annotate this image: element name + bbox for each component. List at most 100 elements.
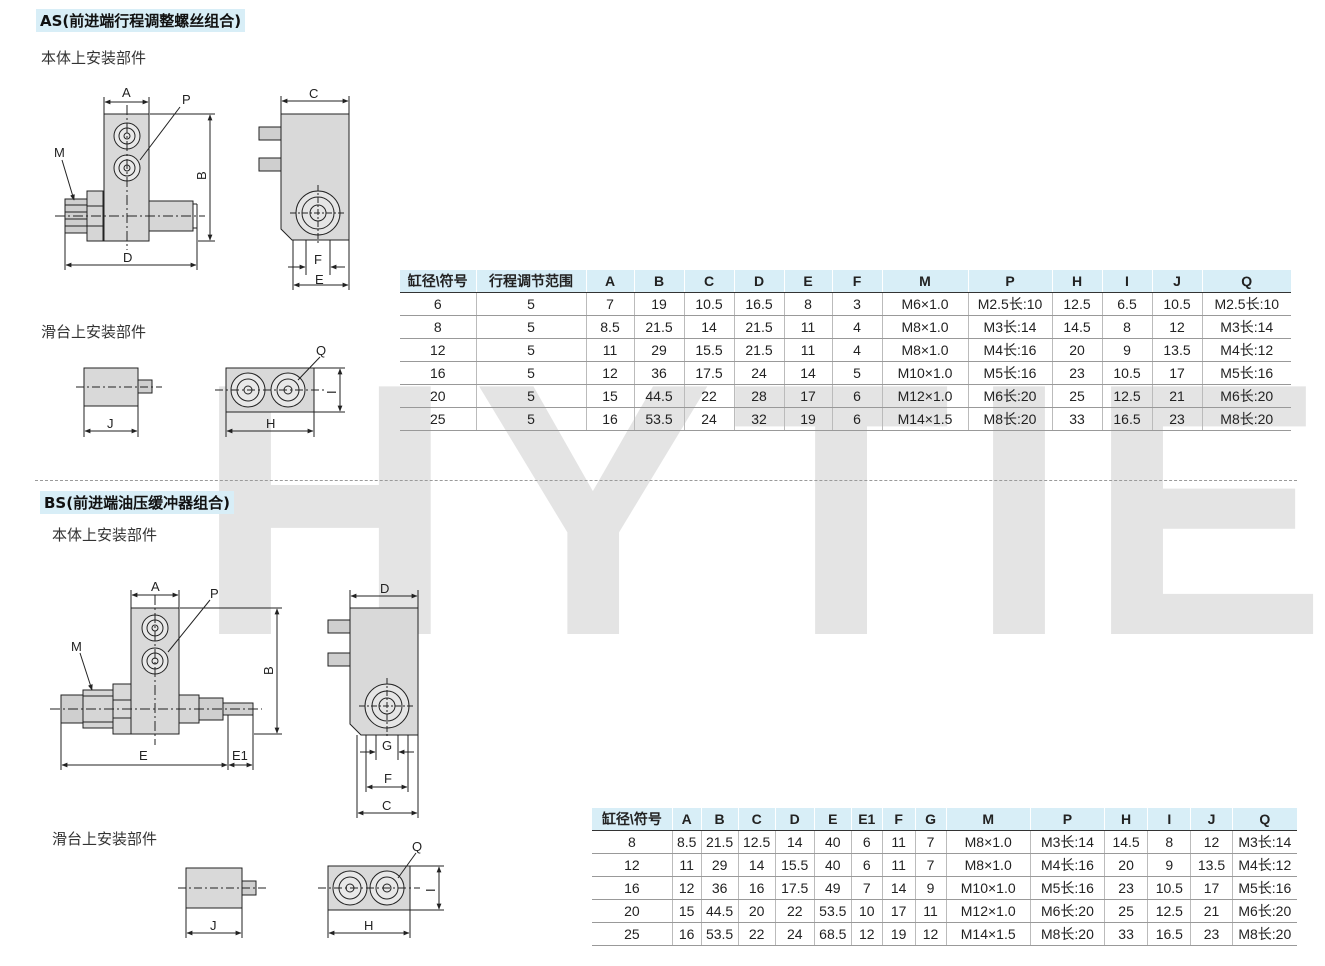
table-cell: 8 (1101, 315, 1152, 339)
as-body-front-view (55, 97, 215, 270)
bs_section-header-cell: E (813, 808, 852, 831)
bs-dim-h: H (364, 918, 373, 933)
table-cell: 68.5 (813, 922, 852, 946)
table-cell: M3长:14 (1231, 830, 1297, 854)
table-cell: 10 (850, 899, 883, 923)
bs_section-header-cell: D (774, 808, 815, 831)
table-cell: 11 (881, 830, 916, 854)
table-cell: 8.5 (671, 830, 702, 854)
table-cell: 5 (475, 361, 586, 385)
as_section-header-cell: F (831, 270, 882, 293)
as_section-header-cell: P (967, 270, 1052, 293)
table-cell: M5长:16 (1231, 876, 1297, 900)
table-cell: M6长:20 (967, 384, 1052, 408)
table-cell: 5 (475, 407, 586, 431)
table-cell: 7 (850, 876, 883, 900)
as_section-header-cell: Q (1201, 270, 1291, 293)
table-cell: 10.5 (683, 292, 734, 316)
table-cell: 8 (783, 292, 832, 316)
as-body-mount-label: 本体上安装部件 (41, 49, 147, 67)
table-cell: M2.5长:10 (967, 292, 1052, 316)
table-cell: 20 (737, 899, 776, 923)
table-cell: 13.5 (1151, 338, 1202, 362)
table-cell: 12 (850, 922, 883, 946)
table-cell: M4长:12 (1201, 338, 1291, 362)
table-cell: 28 (733, 384, 784, 408)
table-cell: M12×1.0 (881, 384, 968, 408)
bs-dim-m: M (71, 639, 82, 654)
as-dim-m: M (54, 145, 65, 160)
as_section-header-cell: H (1051, 270, 1102, 293)
table-cell: 29 (633, 338, 684, 362)
table-cell: 16 (737, 876, 776, 900)
bs-body-mount-label: 本体上安装部件 (52, 526, 158, 544)
bs-section-title: BS(前进端油压缓冲器组合) (40, 491, 234, 514)
table-cell: M12×1.0 (945, 899, 1031, 923)
as-dim-f: F (314, 252, 322, 267)
table-cell: 25 (1051, 384, 1102, 408)
table-cell: 36 (633, 361, 684, 385)
table-cell: 16 (592, 876, 673, 900)
table-cell: 16.5 (733, 292, 784, 316)
table-cell: M3长:14 (1201, 315, 1291, 339)
table-cell: 12.5 (1101, 384, 1152, 408)
bs-dim-e: E (139, 748, 148, 763)
table-cell: 12 (671, 876, 702, 900)
table-cell: 11 (914, 899, 946, 923)
table-cell: 12 (1151, 315, 1202, 339)
table-cell: 5 (475, 338, 586, 362)
table-cell: 10.5 (1101, 361, 1152, 385)
table-cell: 6 (850, 853, 883, 877)
as-dim-q: Q (316, 343, 326, 358)
as-dim-j: J (107, 416, 114, 431)
bs_section-header-cell: 缸径\符号 (592, 808, 673, 831)
table-cell: 15.5 (683, 338, 734, 362)
table-cell: M5长:16 (1201, 361, 1291, 385)
table-cell: 17.5 (774, 876, 815, 900)
table-cell: 14 (683, 315, 734, 339)
bs-dim-i: I (423, 888, 438, 892)
table-cell: M6长:20 (1231, 899, 1297, 923)
table-cell: 23 (1103, 876, 1148, 900)
as-dim-a: A (122, 85, 131, 100)
table-cell: 11 (783, 338, 832, 362)
table-cell: M8长:20 (967, 407, 1052, 431)
bs_section-header-cell: J (1190, 808, 1233, 831)
as-dim-b: B (194, 171, 209, 180)
table-cell: M8×1.0 (945, 853, 1031, 877)
table-cell: 4 (831, 338, 882, 362)
table-cell: 12.5 (737, 830, 776, 854)
bs-dim-j: J (210, 918, 217, 933)
table-cell: M3长:14 (1029, 830, 1105, 854)
table-cell: 5 (475, 384, 586, 408)
bs_section-header-cell: Q (1231, 808, 1297, 831)
table-cell: 53.5 (813, 899, 852, 923)
table-cell: 21.5 (633, 315, 684, 339)
table-cell: 6 (850, 830, 883, 854)
as-dim-h: H (266, 416, 275, 431)
table-cell: 8 (400, 315, 476, 339)
as-dim-c: C (309, 86, 318, 101)
table-cell: 20 (592, 899, 673, 923)
table-cell: 10.5 (1151, 292, 1202, 316)
table-cell: 10.5 (1147, 876, 1191, 900)
bs_section-header-cell: H (1103, 808, 1148, 831)
table-cell: 15 (585, 384, 634, 408)
table-cell: M14×1.5 (881, 407, 968, 431)
table-cell: 21 (1190, 899, 1233, 923)
table-cell: 6 (400, 292, 476, 316)
table-cell: 11 (585, 338, 634, 362)
as_section-header-cell: C (683, 270, 734, 293)
table-cell: 17 (1151, 361, 1202, 385)
bs_section-header-cell: P (1029, 808, 1105, 831)
table-cell: M10×1.0 (945, 876, 1031, 900)
table-cell: M4长:12 (1231, 853, 1297, 877)
bs_section-header-cell: F (881, 808, 916, 831)
